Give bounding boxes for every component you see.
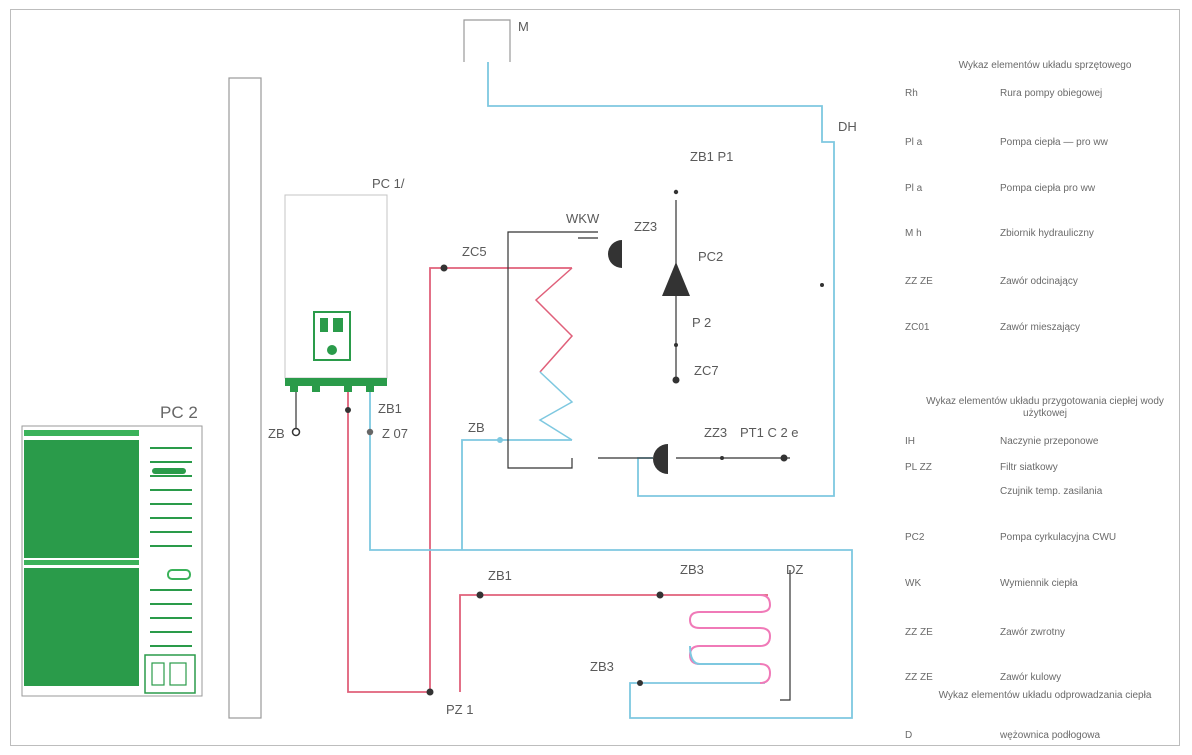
floor-coil-return [689, 645, 760, 665]
sensor-top-label: ZB1 P1 [690, 149, 734, 164]
pump-1-label: PC2 [698, 249, 724, 264]
inlet-label: ZB1 [378, 401, 402, 416]
floor-sensor-2-label: ZB3 [680, 562, 704, 577]
coil-sensor-label: ZB [468, 420, 485, 435]
cold-pipes [369, 62, 853, 719]
legend-item: Czujnik temp. zasilania [1000, 486, 1103, 497]
buffer-tank-label: WKW [566, 211, 600, 226]
sensor-dots [345, 189, 824, 696]
outlet-sensor-icon [366, 428, 374, 436]
sensor-mid-label: ZC7 [694, 363, 719, 378]
zone-center-label: P 2 [692, 315, 712, 330]
indoor-unit [284, 194, 388, 392]
pump-triangle-icon [662, 262, 690, 296]
roof-terminal [463, 19, 511, 62]
legend-title-1: Wykaz elementów układu sprzętowego [958, 60, 1132, 71]
valve-1-icon [608, 240, 622, 268]
roof-terminal-label: M [518, 19, 529, 34]
floor-return-label: ZB3 [590, 659, 614, 674]
legend-title-3: Wykaz elementów układu odprowadzania cie… [938, 690, 1152, 701]
tank-coil-hot [534, 267, 574, 373]
inlet-sensor-icon [497, 437, 503, 443]
wall-column [228, 77, 262, 719]
return-pipes [507, 200, 791, 701]
pipe-right-label: DH [838, 119, 857, 134]
tank-coil-cold [538, 371, 574, 441]
mixer-label: PT1 C 2 e [740, 425, 799, 440]
bottom-label: PZ 1 [446, 702, 474, 717]
outdoor-unit-label: PC 2 [160, 403, 198, 422]
floor-sensor-1-label: ZB1 [488, 568, 512, 583]
valve-2-icon [653, 444, 668, 474]
legend-title-2: Wykaz elementów układu przygotowania cie… [926, 396, 1164, 419]
floor-box-label: DZ [786, 562, 804, 577]
ctrl-left-label: ZC5 [462, 244, 487, 259]
floor-coil [688, 594, 772, 684]
valve-2-label: ZZ3 [704, 425, 728, 440]
outdoor-unit [21, 425, 203, 697]
drain-label: ZB [268, 426, 285, 441]
valve-1-label: ZZ3 [634, 219, 658, 234]
drain-valve-icon [291, 427, 301, 437]
outlet-label: Z 07 [382, 426, 409, 441]
diagram-frame [10, 9, 1180, 746]
indoor-unit-label: PC 1/ [372, 176, 405, 191]
